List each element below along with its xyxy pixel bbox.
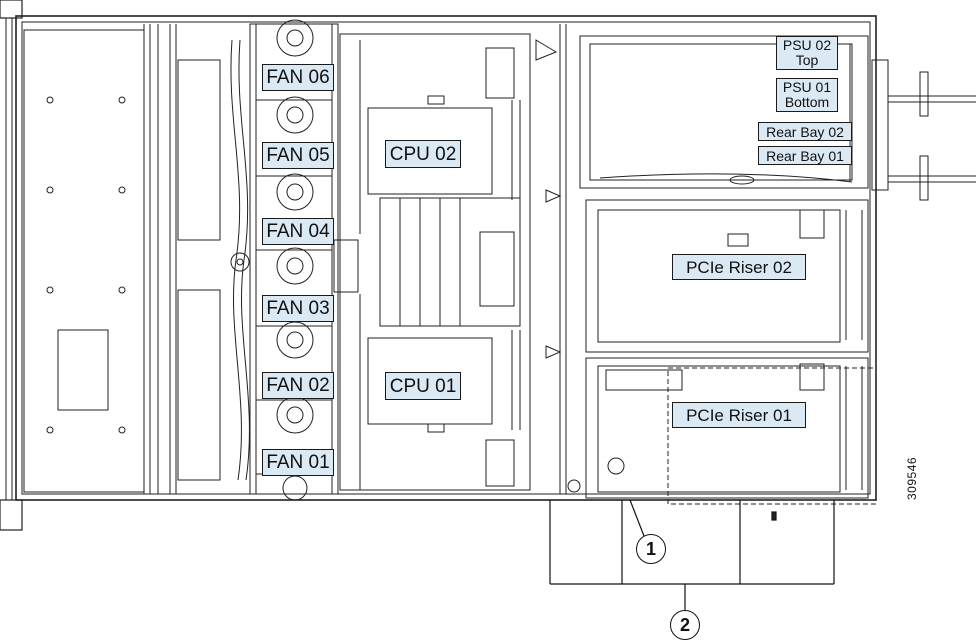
pcie-riser-02-area (585, 199, 869, 353)
psu-02-label: PSU 02 Top (776, 36, 838, 70)
pcie-riser-01-label: PCIe Riser 01 (672, 402, 806, 428)
cable-channel (169, 24, 250, 494)
cpu-02-label: CPU 02 (385, 140, 461, 168)
fan-03-label: FAN 03 (262, 295, 334, 322)
rear-bay-01-label: Rear Bay 01 (758, 146, 852, 165)
leader-lines (549, 499, 835, 610)
fan-06-label: FAN 06 (262, 64, 334, 91)
pcie-riser-02-label: PCIe Riser 02 (672, 254, 806, 280)
fan-05-label: FAN 05 (262, 142, 334, 169)
cpu-01-label: CPU 01 (385, 372, 461, 400)
cpu-dimm-area (333, 33, 531, 491)
psu-01-label: PSU 01 Bottom (776, 78, 838, 112)
psu-01-label-line1: PSU 01 (782, 79, 832, 96)
center-divider (535, 24, 581, 494)
psu-01-label-line2: Bottom (784, 94, 830, 110)
fan-02-label: FAN 02 (262, 372, 334, 399)
pcie-riser-01-area (585, 357, 877, 505)
callout-1: 1 (636, 534, 666, 564)
psu-02-label-line2: Top (795, 52, 819, 68)
figure-id: 309546 (905, 456, 919, 500)
fan-01-label: FAN 01 (262, 449, 334, 476)
front-drive-cage (0, 0, 159, 531)
fan-bay (249, 19, 339, 501)
fan-04-label: FAN 04 (262, 218, 334, 245)
psu-02-label-line1: PSU 02 (782, 37, 832, 54)
chassis-outline (15, 15, 877, 501)
rear-bay-02-label: Rear Bay 02 (758, 122, 852, 141)
callout-2: 2 (670, 610, 700, 640)
